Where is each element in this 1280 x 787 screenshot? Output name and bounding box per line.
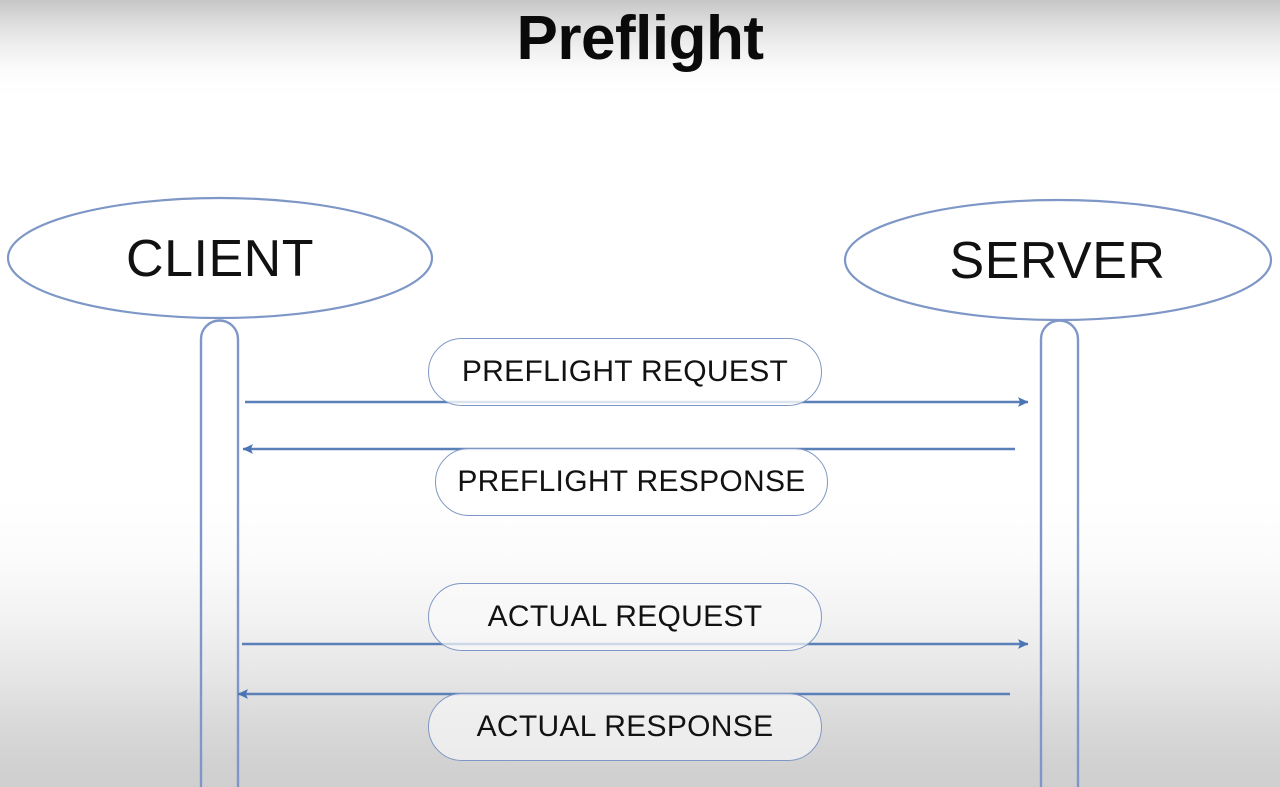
message-label-actual-request[interactable]: ACTUAL REQUEST bbox=[428, 583, 822, 651]
participant-client-ellipse[interactable] bbox=[6, 196, 434, 320]
page-title: Preflight bbox=[516, 4, 764, 73]
message-label-actual-response[interactable]: ACTUAL RESPONSE bbox=[428, 693, 822, 761]
lifeline-client bbox=[199, 319, 240, 787]
participant-label-server: SERVER bbox=[949, 232, 1166, 290]
participant-label-client: CLIENT bbox=[126, 230, 314, 288]
lifeline-server bbox=[1039, 319, 1080, 787]
participant-server-ellipse[interactable] bbox=[843, 198, 1273, 322]
message-label-preflight-request[interactable]: PREFLIGHT REQUEST bbox=[428, 338, 822, 406]
message-label-preflight-response[interactable]: PREFLIGHT RESPONSE bbox=[435, 448, 828, 516]
